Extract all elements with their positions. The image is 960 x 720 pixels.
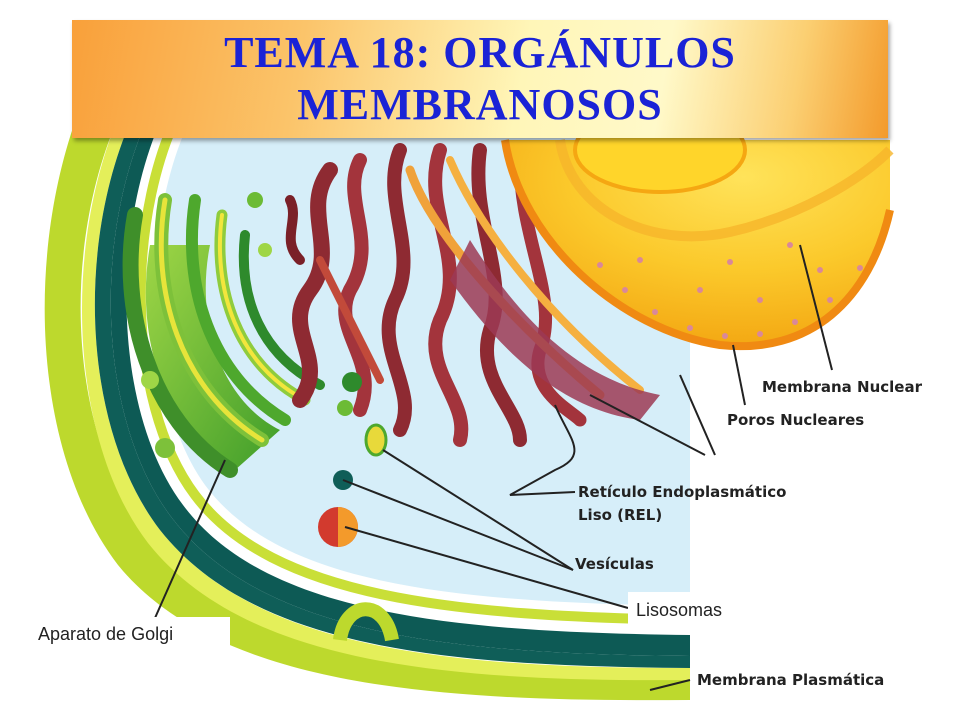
nuclear-pores [597,242,863,339]
label-rel-line2: Liso (REL) [578,506,662,524]
title-line-2: MEMBRANOSOS [297,80,663,129]
golgi-apparatus [122,192,325,478]
lisosomas-label-box [628,592,756,626]
label-membrana-nuclear: Membrana Nuclear [762,378,923,396]
label-membrana-plasmatica: Membrana Plasmática [697,671,884,689]
label-lisosomas: Lisosomas [636,600,722,620]
golgi-label-box [30,617,230,651]
membrane-invagination [333,602,399,642]
lysosome [318,507,358,547]
label-rel-line1: Retículo Endoplasmático [578,483,786,501]
inner-membrane [135,97,691,625]
label-vesiculas: Vesículas [575,555,654,573]
title-line-1: TEMA 18: ORGÁNULOS [224,28,736,77]
er-sheet [450,240,660,420]
leader-lines [154,244,833,691]
label-aparato-golgi: Aparato de Golgi [38,624,173,644]
title-banner: TEMA 18: ORGÁNULOS MEMBRANOSOS [72,20,888,138]
vesicles [333,372,388,490]
label-poros-nucleares: Poros Nucleares [727,411,864,429]
